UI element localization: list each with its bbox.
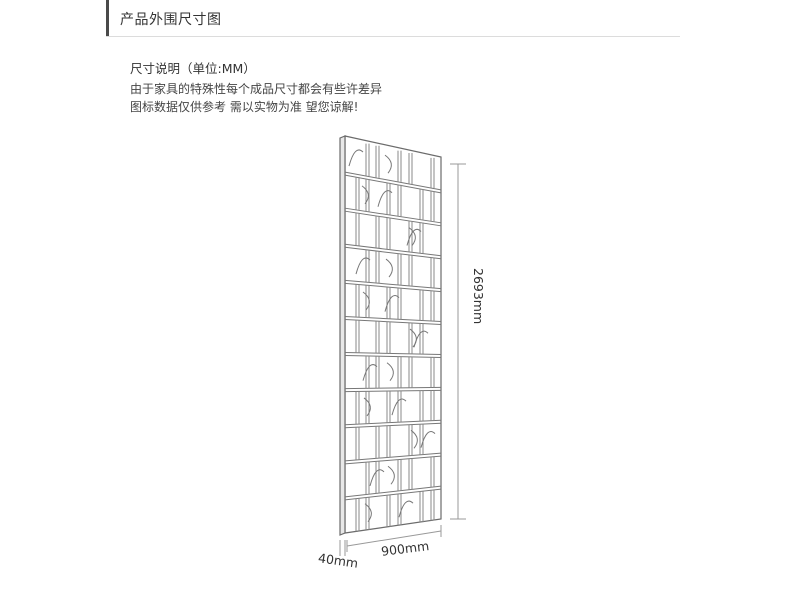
- lattice-horizontal-bar: [344, 171, 442, 191]
- dimension-note-line-2: 图标数据仅供参考 需以实物为准 望您谅解!: [130, 100, 359, 114]
- lattice-decorative-curve: [361, 185, 369, 205]
- lattice-decorative-curve: [362, 291, 370, 311]
- screen-frame: [339, 135, 442, 536]
- lattice-decorative-curves: [348, 149, 436, 523]
- lattice-horizontal-bar: [344, 452, 442, 462]
- lattice-horizontal-bar: [344, 318, 442, 326]
- lattice-decorative-curve: [391, 398, 407, 416]
- lattice-decorative-curve: [369, 469, 385, 487]
- lattice-decorative-curve: [355, 257, 371, 275]
- depth-dimension-line: [339, 540, 346, 556]
- lattice-decorative-curve: [384, 154, 392, 174]
- dimension-notes: 由于家具的特殊性每个成品尺寸都会有些许差异 图标数据仅供参考 需以实物为准 望您…: [130, 80, 382, 116]
- height-dimension-line: [450, 163, 466, 520]
- header-title: 产品外围尺寸图: [120, 12, 222, 28]
- lattice-horizontal-bar: [344, 210, 442, 227]
- width-dimension-line: [346, 525, 442, 552]
- lattice-decorative-curve: [364, 503, 372, 523]
- lattice-horizontal-bar: [344, 386, 442, 390]
- lattice-horizontal-bars: [344, 171, 442, 501]
- lattice-horizontal-bar: [344, 455, 442, 465]
- lattice-decorative-curve: [386, 362, 394, 382]
- lattice-decorative-curve: [385, 258, 393, 278]
- lattice-horizontal-bar: [344, 174, 442, 194]
- lattice-horizontal-bar: [344, 282, 442, 293]
- lattice-decorative-curve: [398, 500, 414, 518]
- lattice-decorative-curve: [408, 227, 416, 246]
- lattice-decorative-curve: [406, 228, 422, 246]
- lattice-horizontal-bar: [344, 419, 442, 426]
- lattice-decorative-curve: [363, 397, 371, 417]
- section-header: 产品外围尺寸图: [106, 0, 680, 37]
- lattice-vertical-bars: [355, 143, 435, 532]
- height-dimension-label: 2693mm: [471, 268, 486, 325]
- dimension-notes-title: 尺寸说明（单位:MM）: [130, 61, 256, 76]
- lattice-decorative-curve: [387, 465, 395, 485]
- lattice-decorative-curve: [409, 328, 417, 348]
- lattice-decorative-curve: [410, 429, 418, 449]
- lattice-horizontal-bar: [344, 352, 442, 355]
- header-accent-bar: [106, 0, 109, 36]
- dimension-note-line-1: 由于家具的特殊性每个成品尺寸都会有些许差异: [130, 82, 383, 96]
- lattice-horizontal-bar: [344, 485, 442, 498]
- lattice-horizontal-bar: [344, 243, 442, 257]
- lattice-decorative-curve: [420, 430, 436, 448]
- lattice-horizontal-bar: [344, 389, 442, 393]
- lattice-decorative-curve: [384, 294, 400, 312]
- lattice-horizontal-bar: [344, 246, 442, 260]
- lattice-horizontal-bar: [344, 279, 442, 290]
- lattice-horizontal-bar: [344, 315, 442, 323]
- lattice-decorative-curve: [362, 364, 378, 381]
- lattice-horizontal-bar: [344, 207, 442, 224]
- lattice-decorative-curve: [348, 149, 364, 167]
- lattice-decorative-curve: [377, 190, 393, 207]
- lattice-horizontal-bar: [344, 422, 442, 429]
- lattice-horizontal-bar: [344, 355, 442, 358]
- lattice-horizontal-bar: [344, 488, 442, 501]
